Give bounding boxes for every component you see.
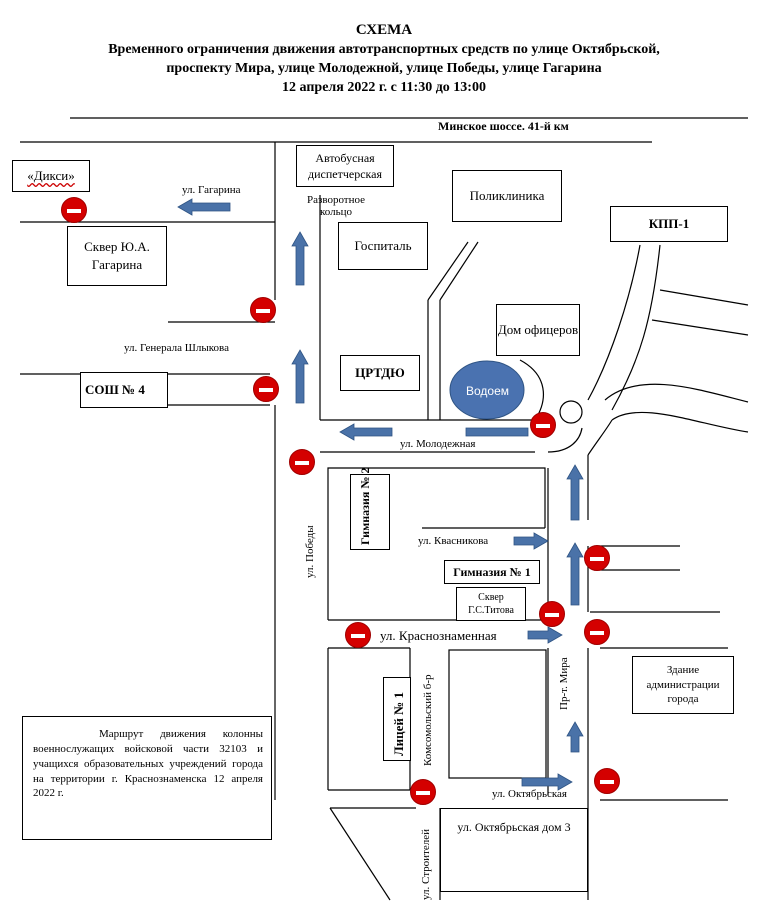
- officers-house-label: Дом офицеров: [497, 322, 579, 338]
- street-gagarina-label: ул. Гагарина: [182, 184, 241, 196]
- no-entry-sign: [594, 768, 620, 794]
- legend-text: Маршрут движения колонны военнослужащих …: [33, 728, 263, 800]
- street-stroiteley-label: ул. Строителей: [420, 829, 432, 900]
- crtdyu-label: ЦРТДЮ: [355, 365, 405, 381]
- no-entry-sign: [250, 297, 276, 323]
- minsk-highway-label: Минское шоссе. 41-й км: [438, 119, 569, 133]
- dixi-label: «Дикси»: [27, 168, 75, 184]
- reservoir-label: Водоем: [466, 384, 510, 398]
- polyclinic-building: Поликлиника: [452, 170, 562, 222]
- no-entry-sign: [345, 622, 371, 648]
- legend-box: Маршрут движения колонны военнослужащих …: [22, 716, 272, 840]
- oktyabrskaya-3-building: ул. Октябрьская дом 3: [440, 808, 588, 892]
- gymnasium2-building: Гимназия № 2: [350, 468, 390, 550]
- no-entry-sign: [539, 601, 565, 627]
- school4-label: СОШ № 4: [85, 382, 145, 398]
- hospital-building: Госпиталь: [338, 222, 428, 270]
- titov-square-label: Сквер Г.С.Титова: [468, 591, 514, 617]
- street-krasnoznamennaya-label: ул. Краснознаменная: [380, 628, 497, 643]
- no-entry-sign: [61, 197, 87, 223]
- school4-building: СОШ № 4: [80, 372, 168, 408]
- bus-dispatch-building: Автобусная диспетчерская: [296, 145, 394, 187]
- kpp1-label: КПП-1: [648, 216, 690, 232]
- gymnasium1-label: Гимназия № 1: [453, 564, 531, 579]
- oktyabrskaya-3-label: ул. Октябрьская дом 3: [457, 820, 571, 834]
- no-entry-sign: [530, 412, 556, 438]
- no-entry-sign: [253, 376, 279, 402]
- dixi-store: «Дикси»: [12, 160, 90, 192]
- gymnasium2-label: Гимназия № 2: [358, 467, 372, 545]
- street-kvasnikova-label: ул. Квасникова: [418, 535, 489, 547]
- prospekt-mira-label: Пр-т. Мира: [558, 657, 570, 710]
- gagarin-square-label: Сквер Ю.А. Гагарина: [84, 239, 150, 272]
- no-entry-sign: [289, 449, 315, 475]
- map-subtitle-line2: проспекту Мира, улице Молодежной, улице …: [166, 61, 602, 76]
- street-shlykova-label: ул. Генерала Шлыкова: [124, 342, 229, 354]
- lyceum1-building: Лицей № 1: [383, 677, 411, 761]
- bus-dispatch-label: Автобусная диспетчерская: [307, 150, 383, 181]
- polyclinic-label: Поликлиника: [469, 188, 545, 204]
- kpp1-building: КПП-1: [610, 206, 728, 242]
- no-entry-sign: [584, 545, 610, 571]
- admin-building-label: Здание администрации города: [646, 663, 720, 706]
- no-entry-sign: [410, 779, 436, 805]
- officers-house-building: Дом офицеров: [496, 304, 580, 356]
- komsomolsky-label: Комсомольский б-р: [422, 674, 434, 766]
- street-pobedy-label: ул. Победы: [304, 525, 316, 578]
- street-oktyabrskaya-label: ул. Октябрьская: [492, 788, 567, 800]
- map-subtitle-line1: Временного ограничения движения автотран…: [108, 42, 660, 57]
- titov-square: Сквер Г.С.Титова: [456, 587, 526, 621]
- crtdyu-building: ЦРТДЮ: [340, 355, 420, 391]
- admin-building: Здание администрации города: [632, 656, 734, 714]
- lyceum1-label: Лицей № 1: [391, 692, 406, 756]
- gymnasium1-building: Гимназия № 1: [444, 560, 540, 584]
- map-title: СХЕМА: [355, 22, 413, 38]
- u-turn-label: Разворотное кольцо: [306, 194, 366, 218]
- map-subtitle-date: 12 апреля 2022 г. с 11:30 до 13:00: [282, 80, 486, 95]
- hospital-label: Госпиталь: [354, 238, 412, 254]
- no-entry-sign: [584, 619, 610, 645]
- gagarin-square: Сквер Ю.А. Гагарина: [67, 226, 167, 286]
- street-molodezhnaya-label: ул. Молодежная: [400, 438, 476, 450]
